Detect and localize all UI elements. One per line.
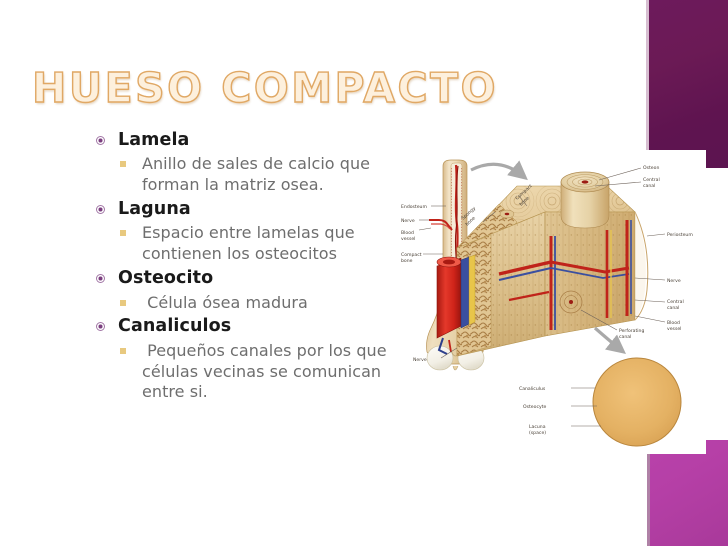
label-compact-bone-left-2: bone <box>401 258 413 264</box>
ring-bullet-icon <box>96 205 105 215</box>
bullet-level2-canaliculos-1: Pequeños canales por los que células vec… <box>96 341 416 403</box>
label-central-canal-right-2: canal <box>667 305 679 311</box>
bone-block-3d <box>436 171 649 357</box>
label-central-canal-right: Central <box>667 299 684 305</box>
label-osteocyte: Osteocyte <box>523 404 546 410</box>
label-endosteum: Endosteum <box>401 204 427 210</box>
label-lacuna-2: (space) <box>529 430 546 436</box>
decor-block-top-right <box>646 0 728 168</box>
label-central-canal-top-2: canal <box>643 183 655 189</box>
square-bullet-icon <box>120 230 126 237</box>
ring-bullet-icon <box>96 274 105 284</box>
bullet-level1-label: Osteocito <box>118 268 214 289</box>
square-bullet-icon <box>120 347 126 354</box>
bullet-level2-lamela-1: Anillo de sales de calcio que forman la … <box>96 154 416 196</box>
bullet-level2-label: Pequeños canales por los que células vec… <box>142 340 392 402</box>
ring-bullet-icon <box>96 322 105 332</box>
label-blood-vessel-right: Blood <box>667 320 680 326</box>
decor-block-bottom-right <box>647 440 728 546</box>
bullet-level2-laguna-1: Espacio entre lamelas que contienen los … <box>96 223 416 265</box>
compact-bone-diagram: Endosteum Nerve Blood vessel Compact bon… <box>399 150 706 454</box>
bullet-level1-label: Laguna <box>118 199 191 220</box>
osteocyte-inset <box>592 357 682 447</box>
label-osteon: Osteon <box>643 165 659 171</box>
bullet-level2-label: Espacio entre lamelas que contienen los … <box>142 223 360 264</box>
label-perforating-canal-2: canal <box>619 334 631 340</box>
bullet-list: Lamela Anillo de sales de calcio que for… <box>96 129 416 405</box>
bullet-level2-osteocito-1: Célula ósea madura <box>96 293 416 314</box>
label-canaliculus: Canaliculus <box>519 386 546 392</box>
label-central-canal-top: Central <box>643 177 660 183</box>
label-nerve-bottom: Nerve <box>413 357 427 363</box>
ring-bullet-icon <box>96 136 105 145</box>
label-nerve-right: Nerve <box>667 278 681 284</box>
bullet-level1-lamela: Lamela <box>96 129 416 152</box>
label-blood-vessel-left: Blood <box>401 230 414 236</box>
bullet-level1-laguna: Laguna <box>96 198 416 221</box>
label-blood-vessel-left-2: vessel <box>401 236 415 242</box>
label-lacuna: Lacuna <box>529 424 546 430</box>
label-periosteum: Periosteum <box>667 232 693 238</box>
bullet-level1-canaliculos: Canaliculos <box>96 315 416 338</box>
bullet-level1-label: Canaliculos <box>118 316 232 337</box>
page-title: HUESO COMPACTO <box>31 64 498 112</box>
bullet-level1-label: Lamela <box>118 130 190 150</box>
label-blood-vessel-right-2: vessel <box>667 326 681 332</box>
label-perforating-canal: Perforating <box>619 328 644 334</box>
label-compact-bone-left: Compact <box>401 252 422 258</box>
square-bullet-icon <box>120 299 126 306</box>
bullet-level2-label: Anillo de sales de calcio que forman la … <box>142 154 376 195</box>
label-nerve-left: Nerve <box>401 218 415 224</box>
bullet-level2-label: Célula ósea madura <box>142 292 308 312</box>
bullet-level1-osteocito: Osteocito <box>96 267 416 290</box>
square-bullet-icon <box>120 161 126 168</box>
